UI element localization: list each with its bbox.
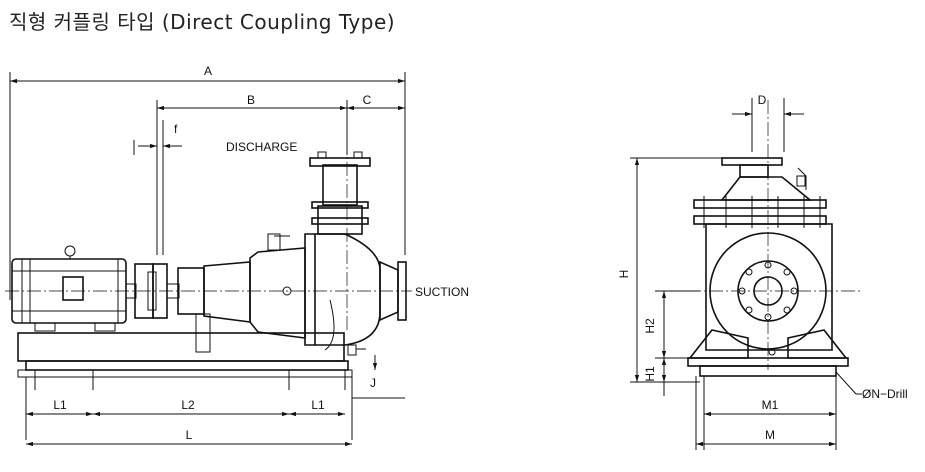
dim-H2: H2 bbox=[643, 318, 657, 334]
dim-L1-right: L1 bbox=[311, 398, 325, 412]
dim-C: C bbox=[363, 93, 372, 107]
dim-H: H bbox=[617, 270, 631, 279]
dim-H1: H1 bbox=[643, 366, 657, 382]
page-title: 직형 커플링 타입 (Direct Coupling Type) bbox=[9, 10, 396, 34]
discharge-label: DISCHARGE bbox=[226, 140, 297, 154]
front-view: D bbox=[617, 93, 908, 450]
dim-D: D bbox=[758, 93, 767, 107]
dim-L2: L2 bbox=[181, 398, 195, 412]
dim-B: B bbox=[247, 93, 255, 107]
drill-label: ØN−Drill bbox=[862, 387, 908, 401]
bolt-circle bbox=[738, 261, 798, 321]
dim-L: L bbox=[186, 428, 193, 442]
dim-A: A bbox=[204, 64, 212, 78]
dim-J: J bbox=[370, 376, 376, 390]
dim-f: f bbox=[174, 122, 178, 136]
dim-L1-left: L1 bbox=[53, 398, 67, 412]
side-view: A B C f bbox=[5, 64, 469, 447]
dim-M: M bbox=[765, 428, 775, 442]
dim-M1: M1 bbox=[762, 398, 779, 412]
suction-label: SUCTION bbox=[415, 285, 469, 299]
